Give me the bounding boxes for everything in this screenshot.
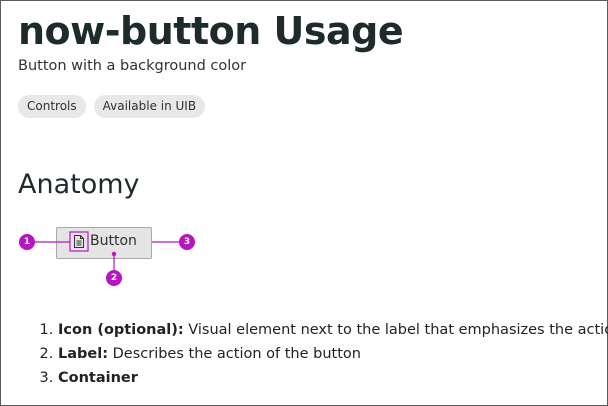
list-item-desc: Visual element next to the label that em… bbox=[183, 322, 608, 338]
marker-2: 2 bbox=[106, 270, 122, 286]
anatomy-heading: Anatomy bbox=[18, 169, 140, 200]
page-title: now-button Usage bbox=[18, 9, 404, 53]
marker-1: 1 bbox=[19, 234, 35, 250]
list-item-desc: Describes the action of the button bbox=[108, 346, 361, 362]
page-subtitle: Button with a background color bbox=[18, 58, 247, 74]
tag-list: Controls Available in UIB bbox=[18, 95, 206, 118]
list-item-term: Icon (optional): bbox=[58, 322, 184, 338]
tag-controls[interactable]: Controls bbox=[18, 95, 86, 118]
anatomy-demo-button-label: Button bbox=[90, 233, 137, 249]
list-item: Container bbox=[58, 367, 608, 391]
anatomy-list: Icon (optional): Visual element next to … bbox=[41, 319, 608, 391]
tag-available-in-uib[interactable]: Available in UIB bbox=[93, 95, 206, 118]
marker-3: 3 bbox=[179, 234, 195, 250]
list-item: Icon (optional): Visual element next to … bbox=[58, 319, 608, 343]
list-item-term: Container bbox=[58, 370, 138, 386]
list-item: Label: Describes the action of the butto… bbox=[58, 343, 608, 367]
list-item-term: Label: bbox=[58, 346, 109, 362]
